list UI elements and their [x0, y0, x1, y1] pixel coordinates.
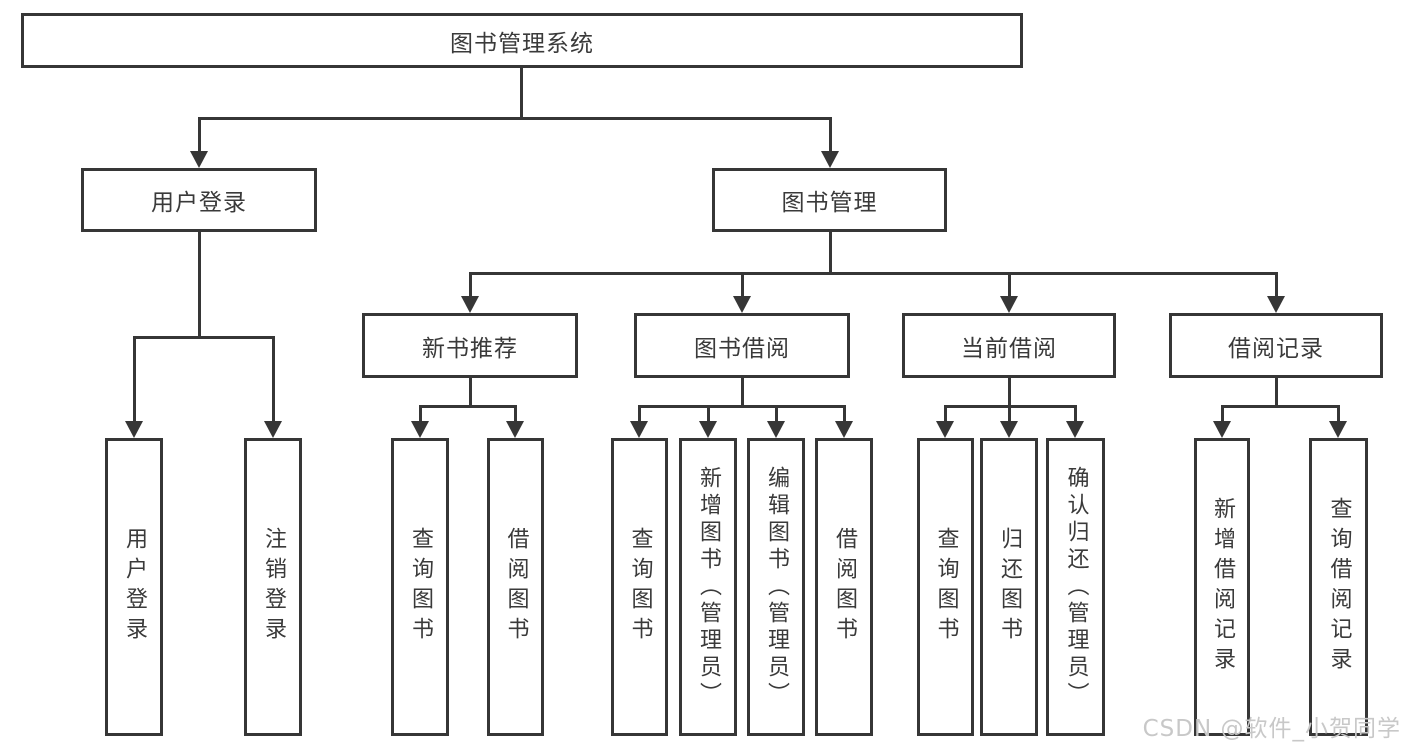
- connector: [829, 232, 832, 275]
- leaf-user-login: 用户登录: [105, 438, 163, 736]
- arrowhead-icon: [733, 296, 751, 313]
- leaf-current-query: 查询图书: [917, 438, 974, 736]
- leaf-borrow-add-book: 新增图书（管理员）: [679, 438, 737, 736]
- leaf-record-query: 查询借阅记录: [1309, 438, 1368, 736]
- arrowhead-icon: [125, 421, 143, 438]
- connector: [638, 406, 641, 424]
- connector: [198, 232, 201, 339]
- connector: [198, 117, 832, 120]
- connector: [1008, 378, 1011, 408]
- leaf-newbook-borrow-label: 借阅图书: [503, 527, 529, 647]
- connector: [741, 378, 744, 408]
- connector: [1008, 406, 1011, 424]
- arrowhead-icon: [630, 421, 648, 438]
- leaf-record-add-label: 新增借阅记录: [1210, 497, 1235, 677]
- connector: [133, 337, 136, 425]
- connector: [1221, 405, 1340, 408]
- leaf-borrow-query-label: 查询图书: [627, 527, 653, 647]
- node-current-borrow: 当前借阅: [902, 313, 1116, 378]
- connector: [1275, 378, 1278, 408]
- csdn-watermark: CSDN @软件_小贺同学: [1142, 716, 1401, 742]
- connector: [133, 336, 275, 339]
- leaf-logout-label: 注销登录: [261, 527, 286, 647]
- node-root-label: 图书管理系统: [450, 30, 594, 57]
- connector: [1074, 406, 1077, 424]
- leaf-newbook-query-label: 查询图书: [408, 527, 433, 647]
- arrowhead-icon: [1267, 296, 1285, 313]
- connector: [419, 405, 517, 408]
- connector: [843, 406, 846, 424]
- connector: [1337, 406, 1340, 424]
- leaf-current-confirm-return: 确认归还（管理员）: [1046, 438, 1105, 736]
- connector: [520, 68, 523, 120]
- connector: [775, 406, 778, 424]
- connector: [944, 406, 947, 424]
- leaf-borrow-query: 查询图书: [611, 438, 668, 736]
- arrowhead-icon: [767, 421, 785, 438]
- connector: [829, 118, 832, 154]
- arrowhead-icon: [1000, 421, 1018, 438]
- node-new-book-recommend: 新书推荐: [362, 313, 578, 378]
- connector: [272, 337, 275, 425]
- leaf-record-add: 新增借阅记录: [1194, 438, 1250, 736]
- arrowhead-icon: [1213, 421, 1231, 438]
- leaf-logout: 注销登录: [244, 438, 302, 736]
- arrowhead-icon: [264, 421, 282, 438]
- leaf-borrow-borrow-book: 借阅图书: [815, 438, 873, 736]
- arrowhead-icon: [1066, 421, 1084, 438]
- node-user-login-label: 用户登录: [151, 190, 247, 216]
- connector: [638, 405, 846, 408]
- node-book-management-label: 图书管理: [781, 190, 878, 216]
- node-root: 图书管理系统: [21, 13, 1023, 68]
- leaf-borrow-borrow-book-label: 借阅图书: [832, 527, 857, 647]
- node-current-borrow-label: 当前借阅: [961, 335, 1057, 362]
- leaf-current-query-label: 查询图书: [933, 527, 959, 647]
- leaf-current-return: 归还图书: [980, 438, 1038, 736]
- arrowhead-icon: [461, 296, 479, 313]
- connector: [198, 118, 201, 154]
- leaf-borrow-edit-book: 编辑图书（管理员）: [747, 438, 805, 736]
- leaf-newbook-query: 查询图书: [391, 438, 449, 736]
- node-new-book-recommend-label: 新书推荐: [422, 335, 518, 362]
- arrowhead-icon: [1329, 421, 1347, 438]
- connector: [469, 272, 1278, 275]
- arrowhead-icon: [699, 421, 717, 438]
- arrowhead-icon: [835, 421, 853, 438]
- connector: [1221, 406, 1224, 424]
- arrowhead-icon: [1000, 296, 1018, 313]
- connector: [469, 378, 472, 408]
- leaf-record-query-label: 查询借阅记录: [1326, 497, 1352, 677]
- node-borrow-record: 借阅记录: [1169, 313, 1383, 378]
- connector: [707, 406, 710, 424]
- arrowhead-icon: [821, 151, 839, 168]
- node-book-borrow-label: 图书借阅: [694, 335, 790, 362]
- arrowhead-icon: [506, 421, 524, 438]
- connector: [419, 406, 422, 424]
- connector: [741, 273, 744, 299]
- leaf-borrow-add-book-label: 新增图书（管理员）: [696, 465, 721, 709]
- arrowhead-icon: [411, 421, 429, 438]
- leaf-borrow-edit-book-label: 编辑图书（管理员）: [764, 465, 789, 709]
- node-book-management: 图书管理: [712, 168, 947, 232]
- node-borrow-record-label: 借阅记录: [1228, 335, 1324, 362]
- arrowhead-icon: [936, 421, 954, 438]
- node-book-borrow: 图书借阅: [634, 313, 850, 378]
- leaf-user-login-label: 用户登录: [122, 527, 147, 647]
- arrowhead-icon: [190, 151, 208, 168]
- connector: [514, 406, 517, 424]
- leaf-current-confirm-return-label: 确认归还（管理员）: [1063, 465, 1089, 709]
- node-user-login: 用户登录: [81, 168, 317, 232]
- connector: [469, 273, 472, 299]
- connector: [1275, 273, 1278, 299]
- leaf-current-return-label: 归还图书: [997, 527, 1022, 647]
- leaf-newbook-borrow: 借阅图书: [487, 438, 544, 736]
- connector: [1008, 273, 1011, 299]
